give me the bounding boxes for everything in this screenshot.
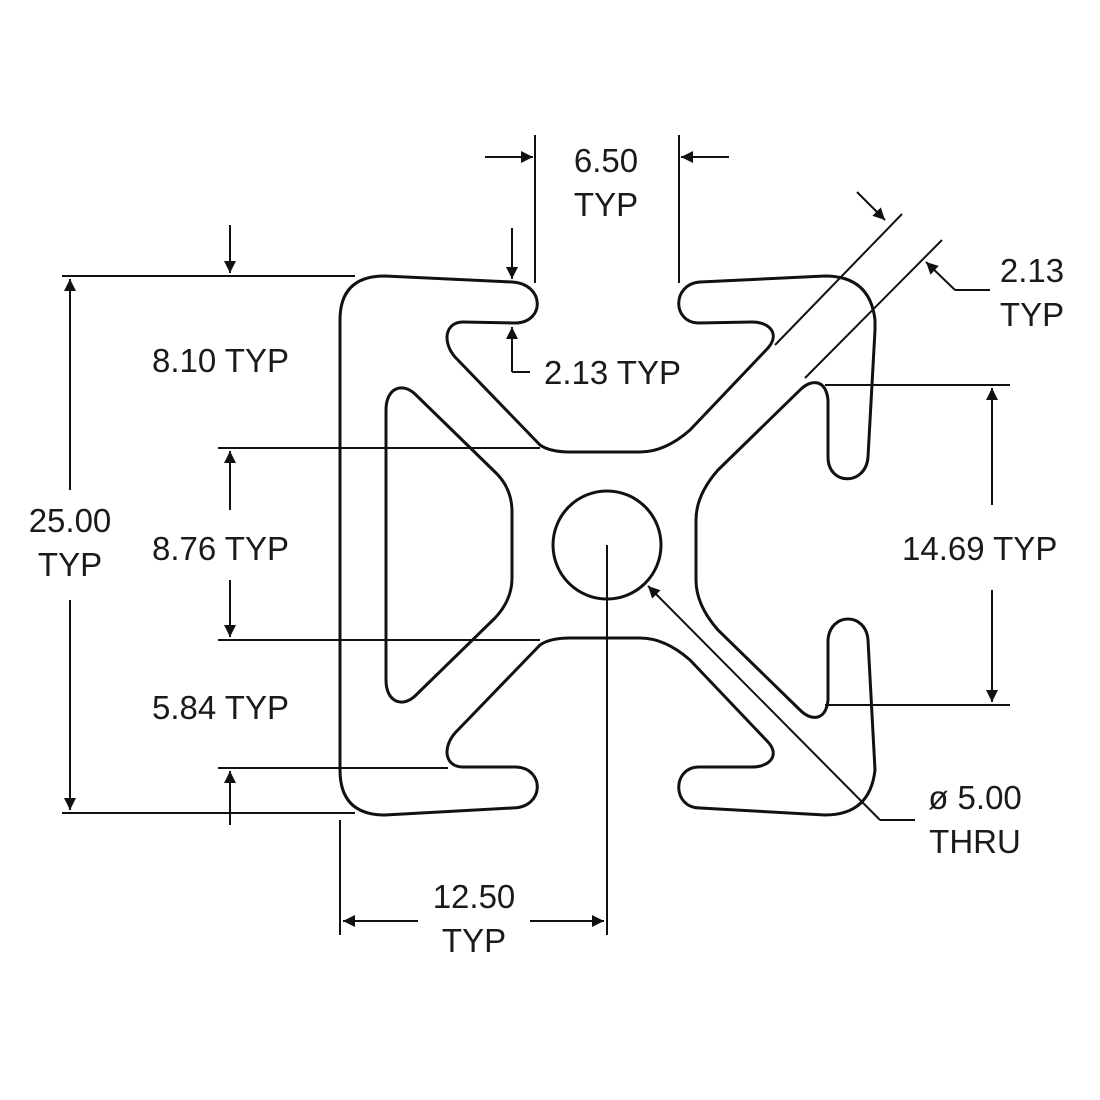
diagonal-wall-qualifier: TYP	[1000, 296, 1064, 333]
slot-width-qualifier: TYP	[574, 186, 638, 223]
top-wall-label: 2.13 TYP	[544, 354, 681, 391]
dimension-labels: 6.50 TYP 2.13 TYP 8.10 TYP 2.13 TYP 25.0…	[29, 142, 1064, 959]
bore-diameter-value: ø 5.00	[928, 779, 1022, 816]
inner-span-label: 8.76 TYP	[152, 530, 289, 567]
dimension-lines	[62, 135, 1010, 935]
slot-opening-label: 14.69 TYP	[902, 530, 1057, 567]
overall-height-qualifier: TYP	[38, 546, 102, 583]
lip-depth-label: 5.84 TYP	[152, 689, 289, 726]
center-offset-qualifier: TYP	[442, 922, 506, 959]
slot-width-value: 6.50	[574, 142, 638, 179]
diagonal-wall-value: 2.13	[1000, 252, 1064, 289]
bore-thru-qualifier: THRU	[929, 823, 1021, 860]
center-offset-value: 12.50	[433, 878, 516, 915]
slot-depth-label: 8.10 TYP	[152, 342, 289, 379]
outer-contour	[338, 274, 877, 817]
overall-height-value: 25.00	[29, 502, 112, 539]
left-cavity	[384, 386, 514, 704]
